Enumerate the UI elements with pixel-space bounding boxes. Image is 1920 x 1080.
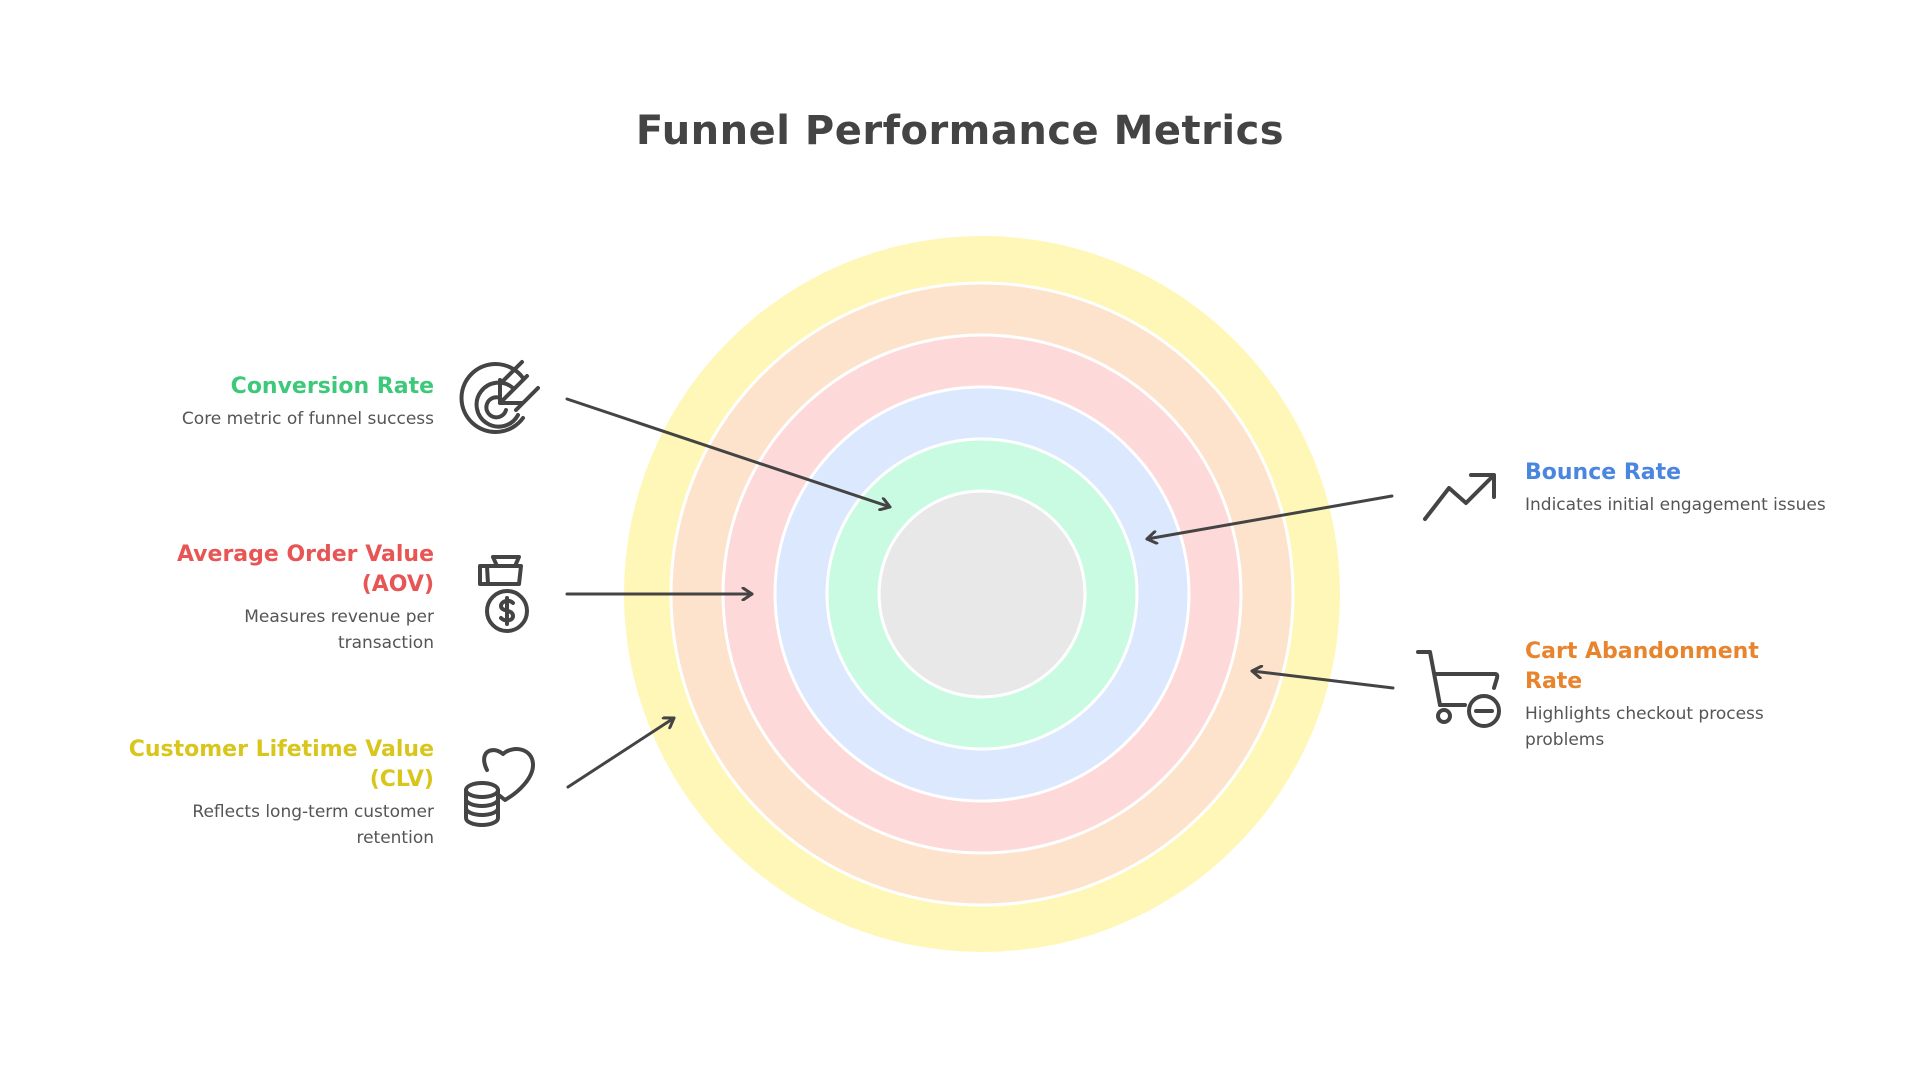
ring-core <box>877 489 1087 699</box>
target-arrow-icon <box>459 360 540 434</box>
metric-title: Customer Lifetime Value (CLV) <box>128 737 434 792</box>
metric-customer-lifetime-value: Customer Lifetime Value (CLV) Reflects l… <box>104 735 434 851</box>
arrow-conversion <box>565 397 892 507</box>
metric-average-order-value: Average Order Value (AOV) Measures reven… <box>104 540 434 656</box>
metric-conversion-rate: Conversion Rate Core metric of funnel su… <box>104 372 434 432</box>
metric-description: Indicates initial engagement issues <box>1525 495 1826 515</box>
arrow-cart <box>1250 671 1395 690</box>
metric-title: Bounce Rate <box>1525 460 1682 485</box>
metric-title: Cart Abandonment Rate <box>1525 639 1759 694</box>
metric-title: Average Order Value (AOV) <box>176 542 434 597</box>
metric-description: Core metric of funnel success <box>181 409 434 429</box>
connector-arrows <box>565 397 1395 789</box>
concentric-rings <box>624 236 1340 952</box>
metric-cart-abandonment-rate: Cart Abandonment Rate Highlights checkou… <box>1525 637 1855 753</box>
diagram-title: Funnel Performance Metrics <box>635 108 1285 154</box>
trend-up-icon <box>1423 473 1496 521</box>
metric-description: Reflects long-term customer retention <box>192 802 434 848</box>
arrow-clv <box>566 718 676 789</box>
metric-description: Highlights checkout process problems <box>1525 704 1764 750</box>
cart-remove-icon <box>1416 650 1501 728</box>
metric-title: Conversion Rate <box>230 374 434 399</box>
metric-bounce-rate: Bounce Rate Indicates initial engagement… <box>1525 458 1855 518</box>
coins-heart-icon <box>464 747 535 827</box>
metric-description: Measures revenue per transaction <box>244 607 434 653</box>
arrow-bounce <box>1145 494 1394 539</box>
money-bag-icon <box>478 555 529 633</box>
